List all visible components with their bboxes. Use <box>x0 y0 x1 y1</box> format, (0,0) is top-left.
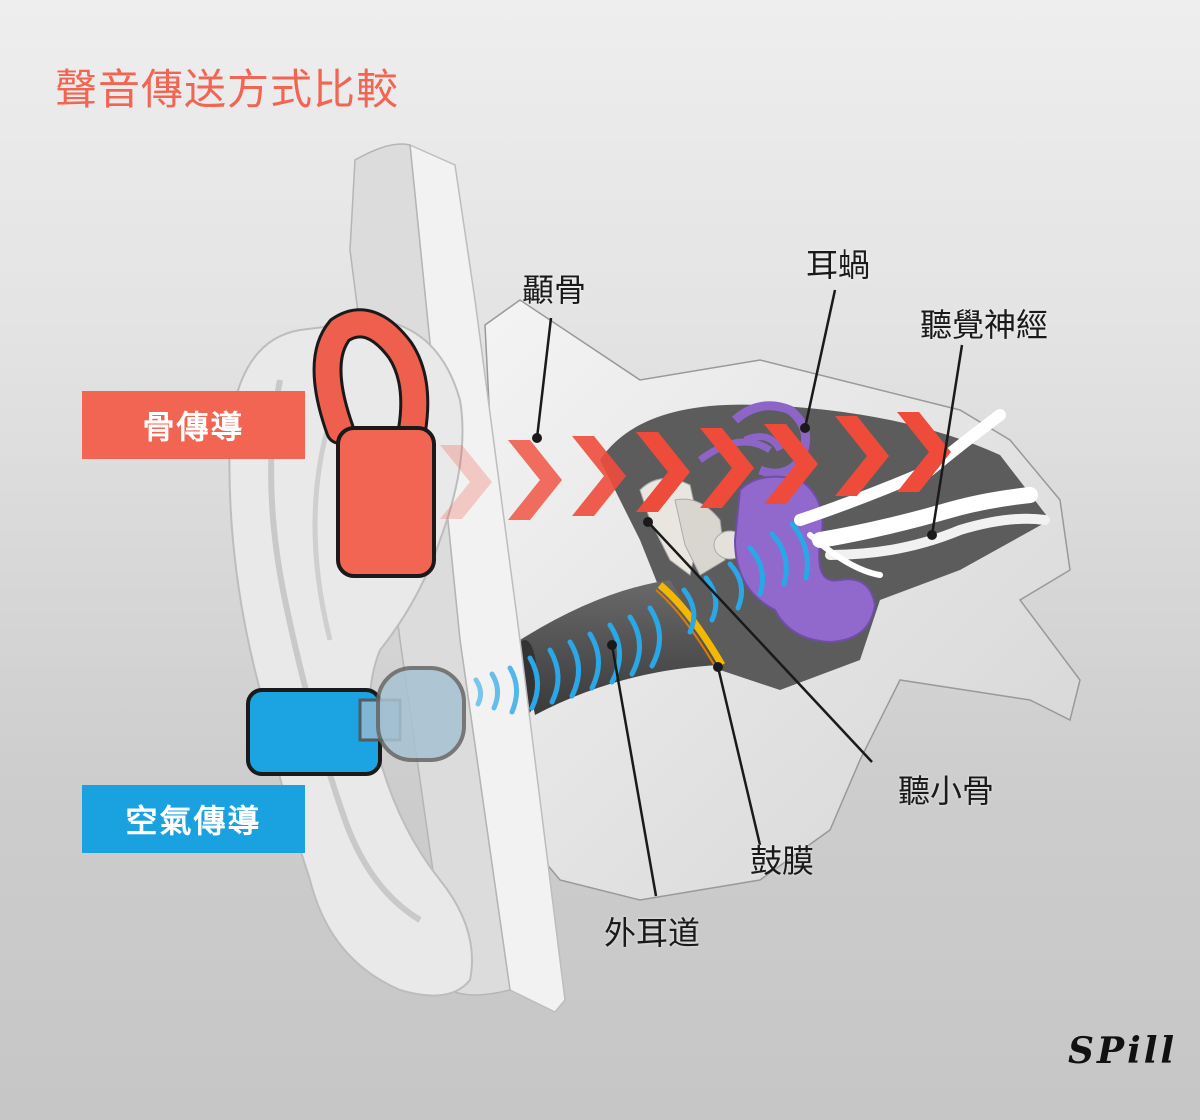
air-conduction-badge: 空氣傳導 <box>82 785 305 853</box>
cochlea-label: 耳蝸 <box>806 240 870 286</box>
spill-logo: SPill <box>1068 1030 1177 1072</box>
page-title: 聲音傳送方式比較 <box>55 56 399 117</box>
eardrum-label: 鼓膜 <box>750 836 814 882</box>
ossicles-label: 聽小骨 <box>898 766 994 812</box>
auditory-nerve-label: 聽覺神經 <box>920 300 1048 346</box>
bone-conduction-badge: 骨傳導 <box>82 391 305 459</box>
ear-canal-label: 外耳道 <box>604 908 700 954</box>
temporal-bone-label: 顳骨 <box>522 265 586 311</box>
